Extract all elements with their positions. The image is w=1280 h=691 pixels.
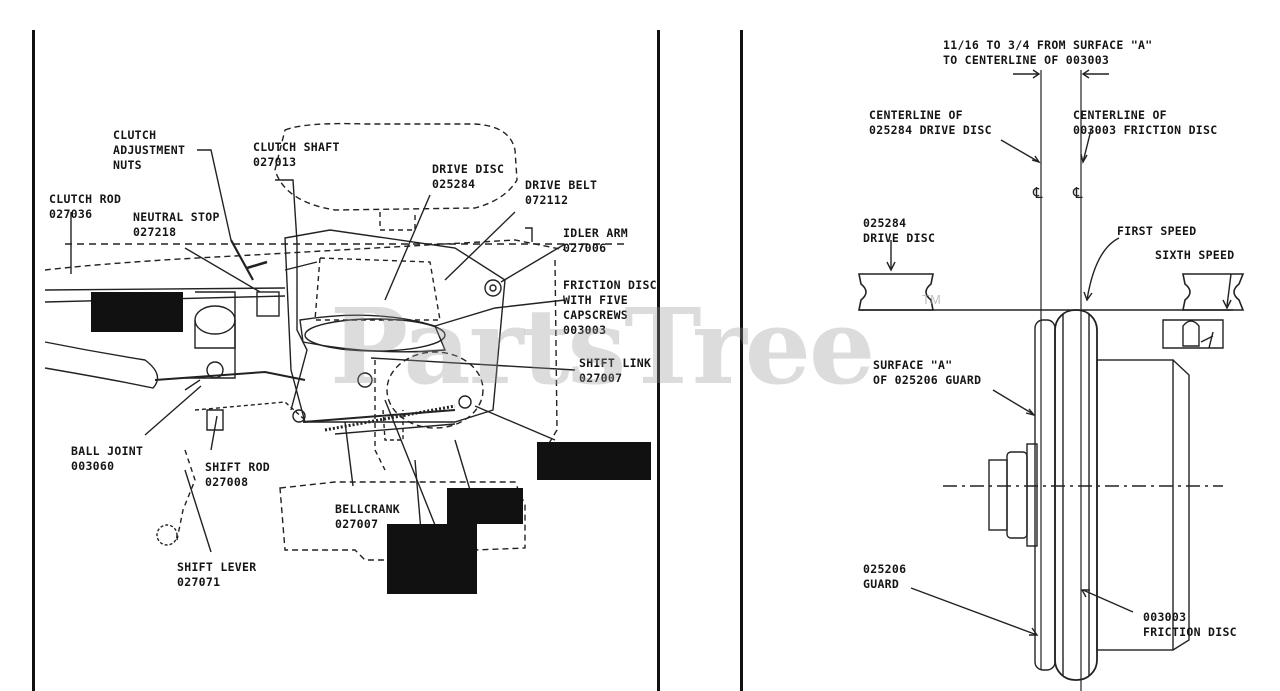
svg-text:℄: ℄ [1072,184,1083,202]
label-clutch-shaft: CLUTCH SHAFT 027013 [253,140,340,169]
label-drive-disc: DRIVE DISC 025284 [432,162,505,191]
label-top-dimension: 11/16 TO 3/4 FROM SURFACE "A" TO CENTERL… [943,38,1153,67]
watermark-trademark: TM [922,292,941,307]
disc-alignment-panel: ℄ ℄ 11/16 TO 3/4 FROM SURFACE "A" TO CEN… [740,30,1280,691]
label-drive-belt: DRIVE BELT 072112 [525,178,598,207]
label-shift-rod: SHIFT ROD 027008 [205,460,271,489]
partstree-watermark: PartsTree [330,285,875,408]
label-bellcrank: BELLCRANK 027007 [335,502,401,531]
label-surface-a: SURFACE "A" OF 025206 GUARD [873,358,982,387]
label-idler-arm: IDLER ARM 027006 [563,226,629,255]
redacted-label-block [447,488,523,524]
label-centerline-friction-disc: CENTERLINE OF 003003 FRICTION DISC [1073,108,1218,137]
label-clutch-adjustment-nuts: CLUTCH ADJUSTMENT NUTS [113,128,186,172]
redacted-label-block [537,442,651,480]
label-ball-joint: BALL JOINT 003060 [71,444,144,473]
label-friction-disc: FRICTION DISC WITH FIVE CAPSCREWS 003003 [563,278,657,337]
svg-text:℄: ℄ [1032,184,1043,202]
linkage-diagram-panel: CLUTCH ADJUSTMENT NUTS CLUTCH SHAFT 0270… [32,30,660,691]
label-neutral-stop: NEUTRAL STOP 027218 [133,210,220,239]
label-drive-disc: 025284 DRIVE DISC [863,216,936,245]
redacted-label-block [387,524,477,594]
label-first-speed: FIRST SPEED [1117,224,1197,238]
redacted-label-block [91,292,183,332]
label-centerline-drive-disc: CENTERLINE OF 025284 DRIVE DISC [869,108,992,137]
alignment-drawing: ℄ ℄ [858,69,1245,691]
label-shift-lever: SHIFT LEVER 027071 [177,560,257,589]
label-sixth-speed: SIXTH SPEED [1155,248,1235,262]
label-friction-disc: 003003 FRICTION DISC [1143,610,1237,639]
label-clutch-rod: CLUTCH ROD 027036 [49,192,122,221]
linkage-drawing [44,122,625,561]
label-shift-link: SHIFT LINK 027007 [579,356,652,385]
label-guard: 025206 GUARD [863,562,907,591]
